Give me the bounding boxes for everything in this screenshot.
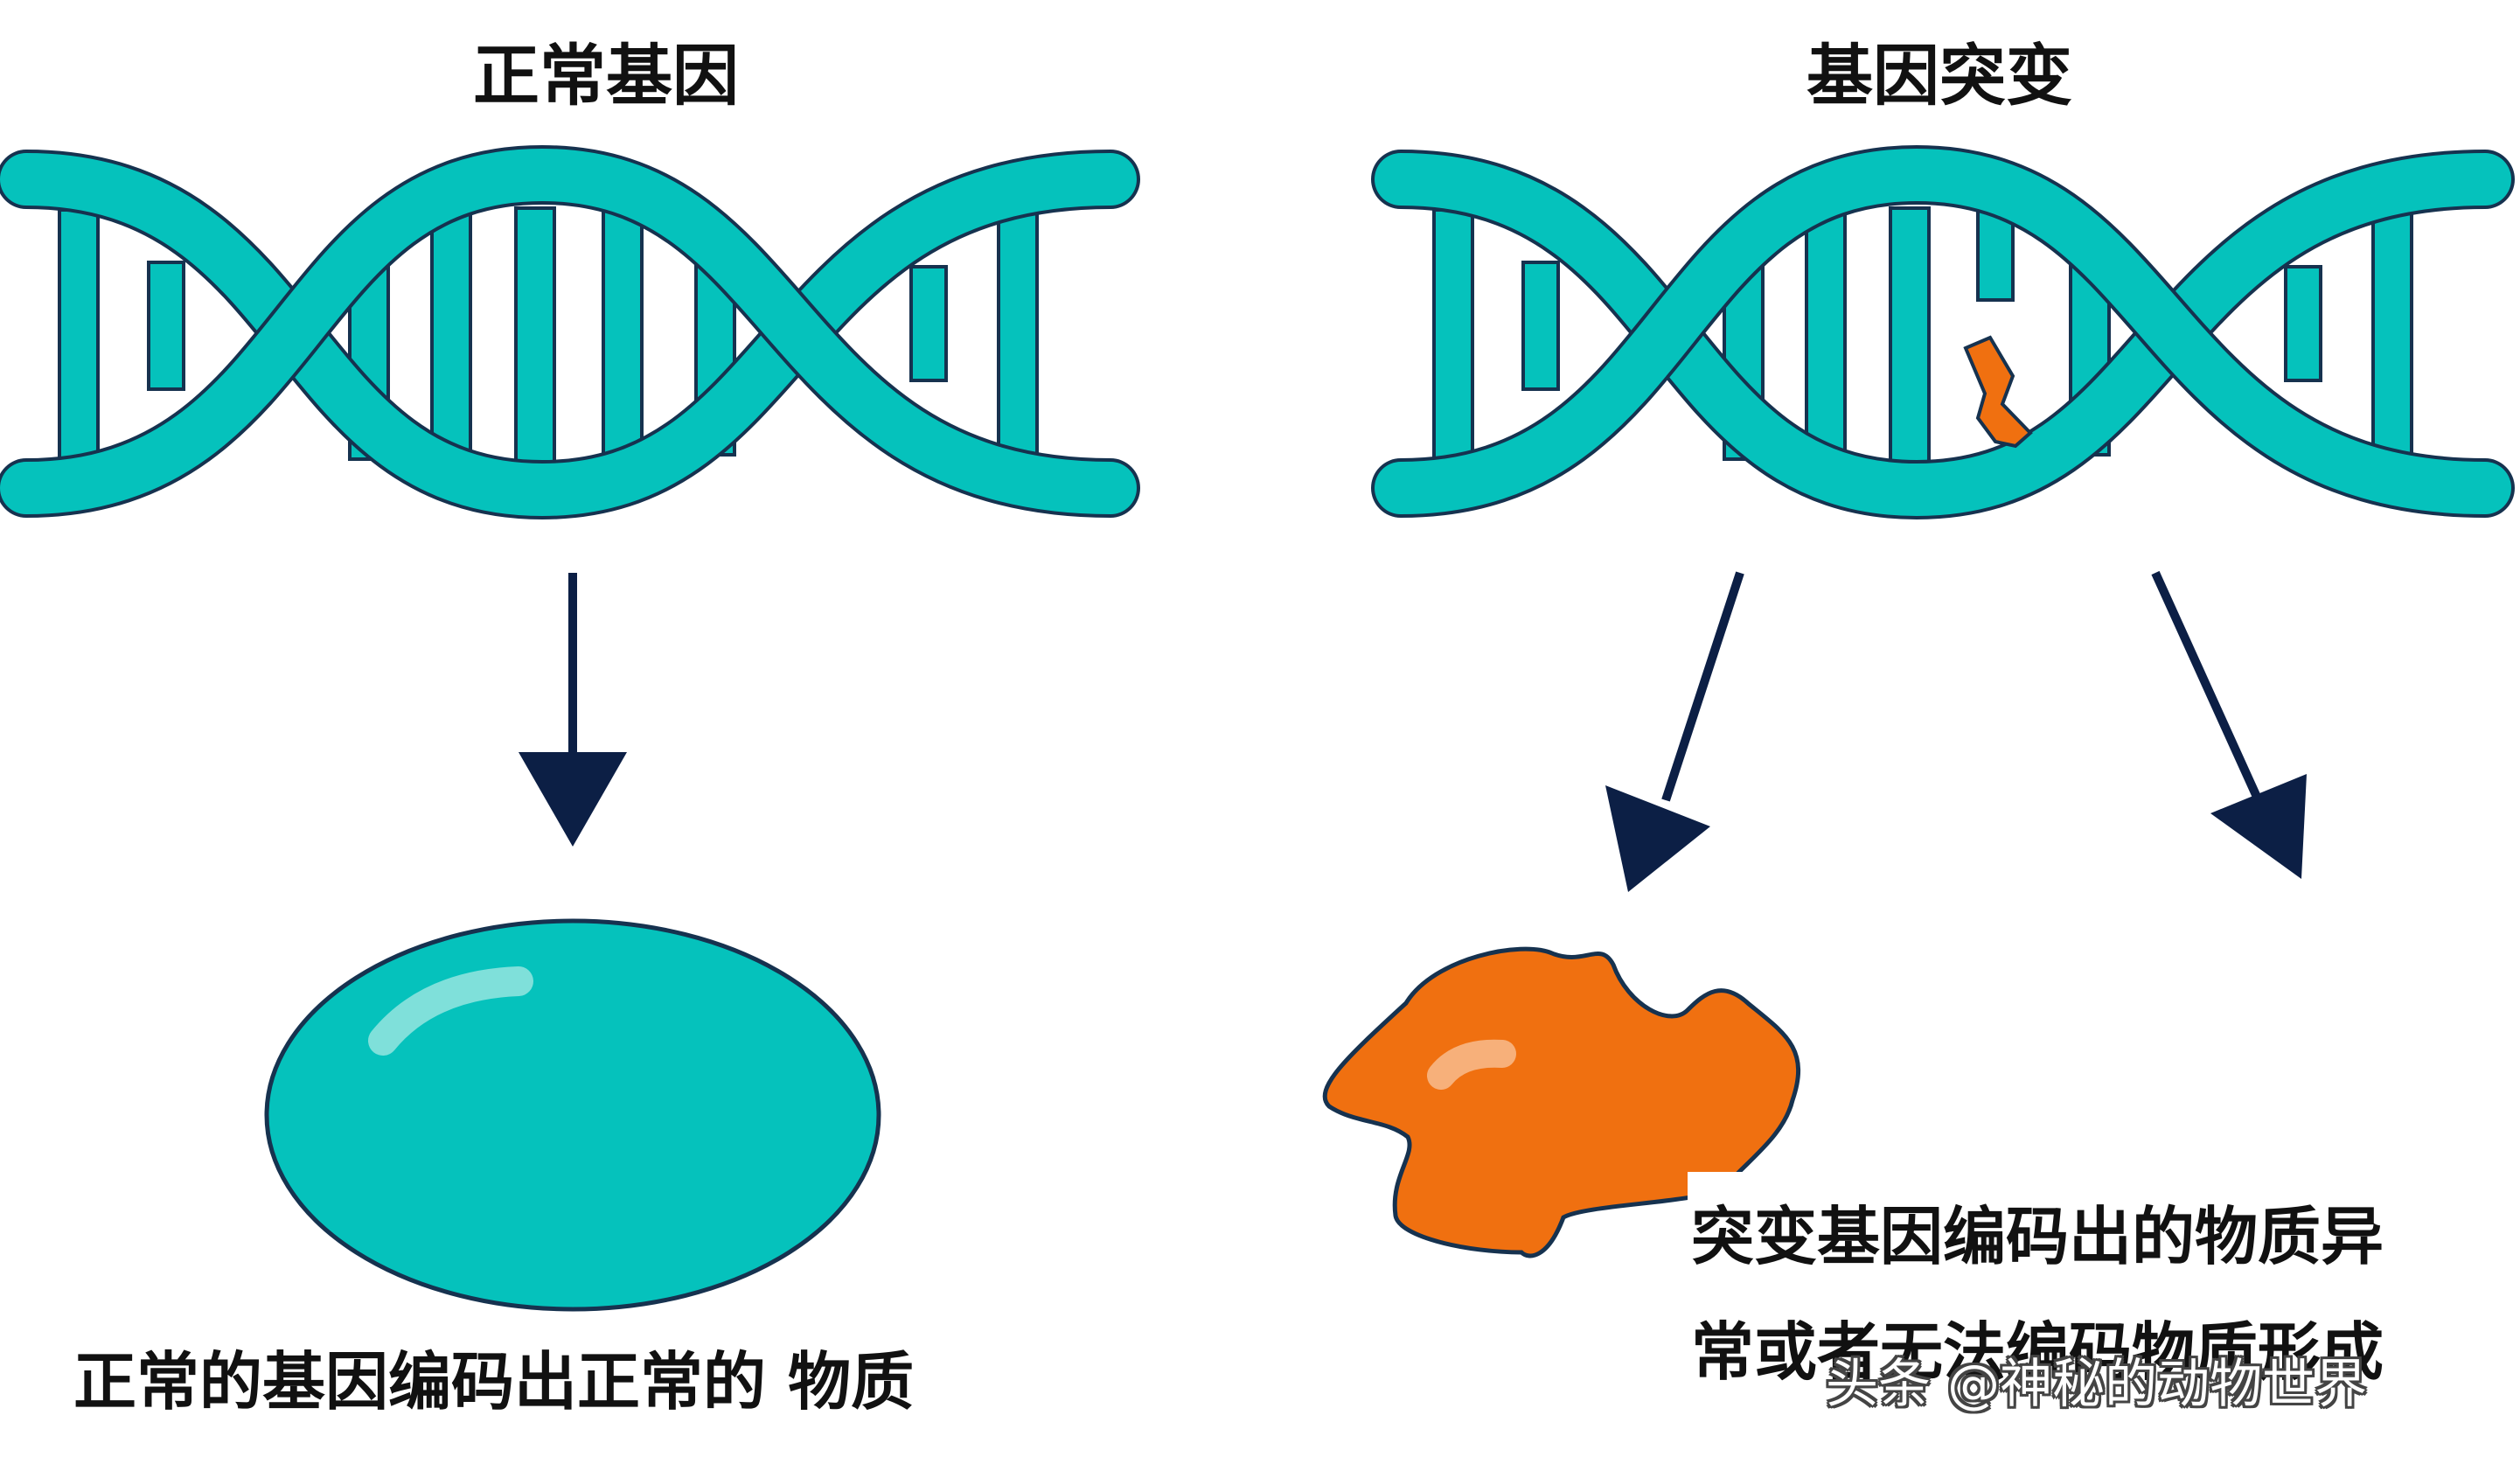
mutated-dna-helix	[1371, 144, 2515, 520]
mutation-caption-background	[1688, 1172, 2475, 1426]
normal-protein-highlight	[368, 966, 533, 1056]
abnormal-protein-highlight	[1427, 1039, 1516, 1090]
normal-protein-blob	[264, 918, 881, 1312]
normal-dna-strands	[0, 144, 1140, 520]
gene-mutation-title: 基因突变	[1806, 37, 2072, 115]
mutation-caption-line-2: 常或者无法编码物质形成	[1691, 1315, 2384, 1389]
normal-gene-title: 正常基因	[473, 37, 739, 115]
normal-gene-caption: 正常的基因编码出正常的 物质	[73, 1345, 915, 1419]
mutated-dna-strands	[1371, 144, 2515, 520]
arrow-normal-down	[519, 573, 627, 847]
normal-dna-helix	[0, 144, 1140, 520]
mutated-base-fragment	[1963, 335, 2033, 449]
arrow-mutated-left	[1605, 571, 1744, 892]
arrow-mutated-right	[2151, 570, 2307, 879]
mutation-caption-line-1: 突变基因编码出的物质异	[1691, 1200, 2384, 1273]
source-watermark: 头条 @神秘的动物世界	[1826, 1354, 2368, 1415]
